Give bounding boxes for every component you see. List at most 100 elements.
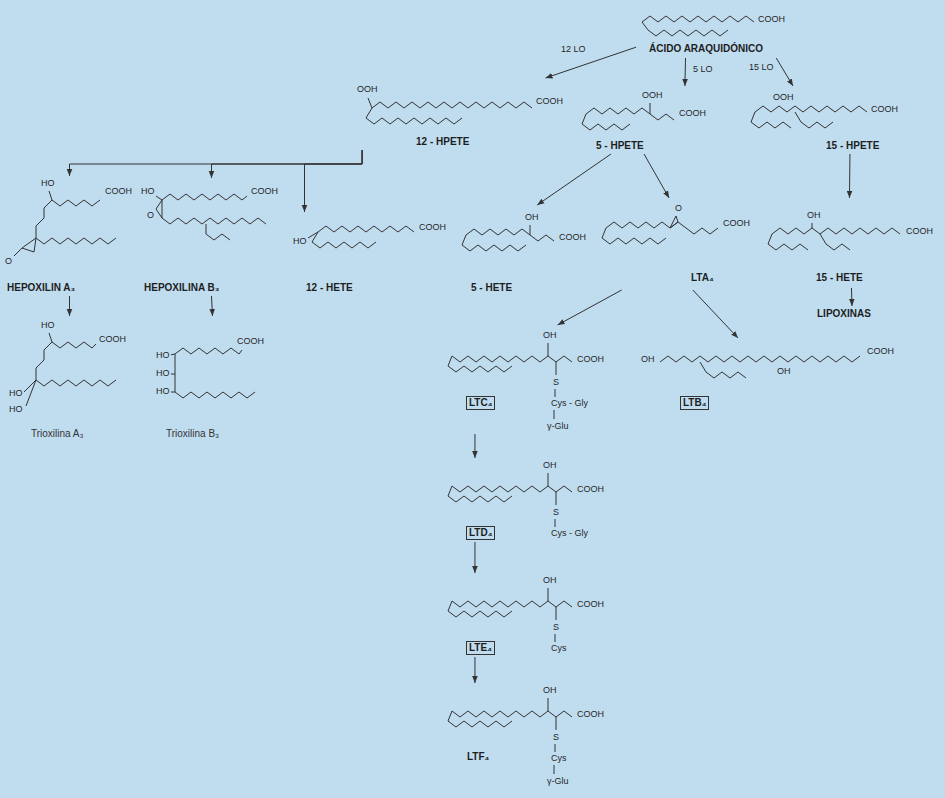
compound-name: LTF₄	[466, 751, 490, 763]
compound-name: LTE₄	[466, 641, 495, 655]
carbon-chain	[751, 112, 791, 128]
molecule-node: OOHCOOH5 - HPETE	[578, 86, 710, 154]
trioxilin-b3	[170, 348, 255, 398]
molecule-node: HOCOOHOHEPOXILIN A₃	[2, 176, 137, 296]
carbon-chain	[170, 392, 175, 393]
ltd4-structure	[448, 473, 572, 527]
reaction-arrow	[305, 150, 363, 212]
molecule-node: HOCOOHHOHOTrioxilina A₃	[2, 316, 137, 442]
reaction-arrow	[644, 154, 669, 198]
lta4	[602, 216, 718, 244]
carbon-chain	[686, 228, 718, 234]
hete-12	[308, 226, 414, 248]
formula-group: COOH	[250, 186, 279, 197]
molecule-node: COOHÁCIDO ARAQUIDÓNICO	[636, 4, 801, 58]
formula-group: HO	[292, 236, 308, 247]
formula-group: OOH	[641, 90, 664, 101]
carbon-chain	[156, 196, 162, 200]
carbon-chain	[49, 191, 52, 200]
molecule-node: OHCOOH5 - HETE	[458, 205, 590, 297]
molecule-node: OHCOOHSLTF₄Cysγ-Glu	[440, 683, 608, 789]
reaction-arrow	[212, 296, 213, 316]
carbon-chain	[795, 112, 833, 128]
formula-group: OH	[640, 354, 656, 365]
formula-group: COOH	[678, 108, 707, 119]
formula-group: Cys	[550, 753, 568, 764]
carbon-chain	[372, 102, 532, 108]
compound-name: 15 - HETE	[815, 272, 864, 284]
carbon-chain	[162, 218, 266, 224]
carbon-chain	[170, 354, 175, 355]
formula-group: COOH	[535, 96, 564, 107]
formula-group: OOH	[356, 84, 379, 95]
ltf4-structure	[448, 698, 572, 752]
enzyme-label: 15 LO	[748, 62, 775, 73]
formula-group: OH	[806, 210, 822, 221]
formula-group: OH	[524, 212, 540, 223]
formula-group: γ-Glu	[546, 421, 570, 432]
lte4-structure	[448, 588, 572, 642]
molecule-node: HOCOOHOHEPOXILINA B₃	[138, 178, 285, 296]
carbon-chain	[368, 98, 372, 108]
formula-group: O	[146, 210, 155, 221]
carbon-chain	[156, 200, 162, 218]
formula-group: COOH	[576, 354, 605, 365]
hpete-15	[751, 106, 867, 128]
molecule-node: OHCOOHSLTE₄Cys	[440, 573, 608, 657]
reaction-arrow	[69, 296, 70, 316]
reaction-arrow	[474, 542, 475, 573]
compound-name: HEPOXILINA B₃	[143, 282, 220, 294]
reaction-arrow	[684, 58, 686, 86]
formula-group: HO	[40, 320, 56, 331]
carbon-chain	[642, 22, 728, 36]
carbon-chain	[52, 342, 96, 348]
formula-group: COOH	[104, 186, 133, 197]
molecule-node: HOCOOH12 - HETE	[288, 212, 453, 296]
compound-name: LTC₄	[466, 396, 495, 410]
formula-group: HO	[8, 404, 24, 415]
compound-name: 12 - HPETE	[415, 136, 470, 148]
formula-group: COOH	[576, 599, 605, 610]
compound-name: Trioxilina B₃	[165, 428, 220, 440]
formula-group: γ-Glu	[546, 776, 570, 787]
carbon-chain	[36, 200, 52, 238]
formula-group: HO	[155, 350, 171, 361]
carbon-chain	[26, 380, 36, 406]
formula-group: COOH	[236, 336, 265, 347]
reaction-arrow	[474, 657, 475, 683]
formula-group: OH	[542, 575, 558, 586]
compound-name: LTB₄	[680, 396, 709, 410]
enzyme-label: 12 LO	[560, 44, 587, 55]
formula-group: COOH	[98, 334, 127, 345]
carbon-chain	[175, 392, 255, 398]
ltb4	[660, 356, 860, 378]
formula-group: HO	[8, 388, 24, 399]
formula-group: OH	[542, 460, 558, 471]
reaction-arrow	[474, 434, 475, 458]
reaction-arrow	[849, 154, 850, 198]
molecule-node: OHCOOH15 - HETE	[762, 198, 942, 288]
compound-name: 12 - HETE	[305, 282, 354, 294]
compound-name: LIPOXINAS	[816, 308, 872, 320]
glu-bond	[554, 410, 555, 419]
formula-group: HO	[40, 178, 56, 189]
hpete-12	[366, 98, 532, 124]
glu-bond	[554, 765, 555, 774]
carbon-chain	[36, 380, 116, 386]
reaction-arrow	[776, 58, 793, 86]
formula-group: Cys - Gly	[550, 398, 589, 409]
formula-group: HO	[155, 386, 171, 397]
carbon-chain	[466, 229, 530, 235]
molecule-node: COOHHOHOHOTrioxilina B₃	[140, 316, 285, 442]
compound-name: LTA₄	[690, 272, 715, 284]
carbon-chain	[586, 108, 650, 114]
carbon-chain	[318, 226, 414, 232]
carbon-chain	[312, 232, 376, 248]
formula-group: S	[552, 507, 560, 518]
formula-group: COOH	[870, 104, 899, 115]
carbon-chain	[530, 225, 531, 235]
formula-group: OH	[776, 366, 792, 377]
carbon-chain	[49, 333, 52, 342]
molecule-node: LIPOXINAS	[812, 306, 892, 322]
formula-group: O	[674, 203, 683, 214]
